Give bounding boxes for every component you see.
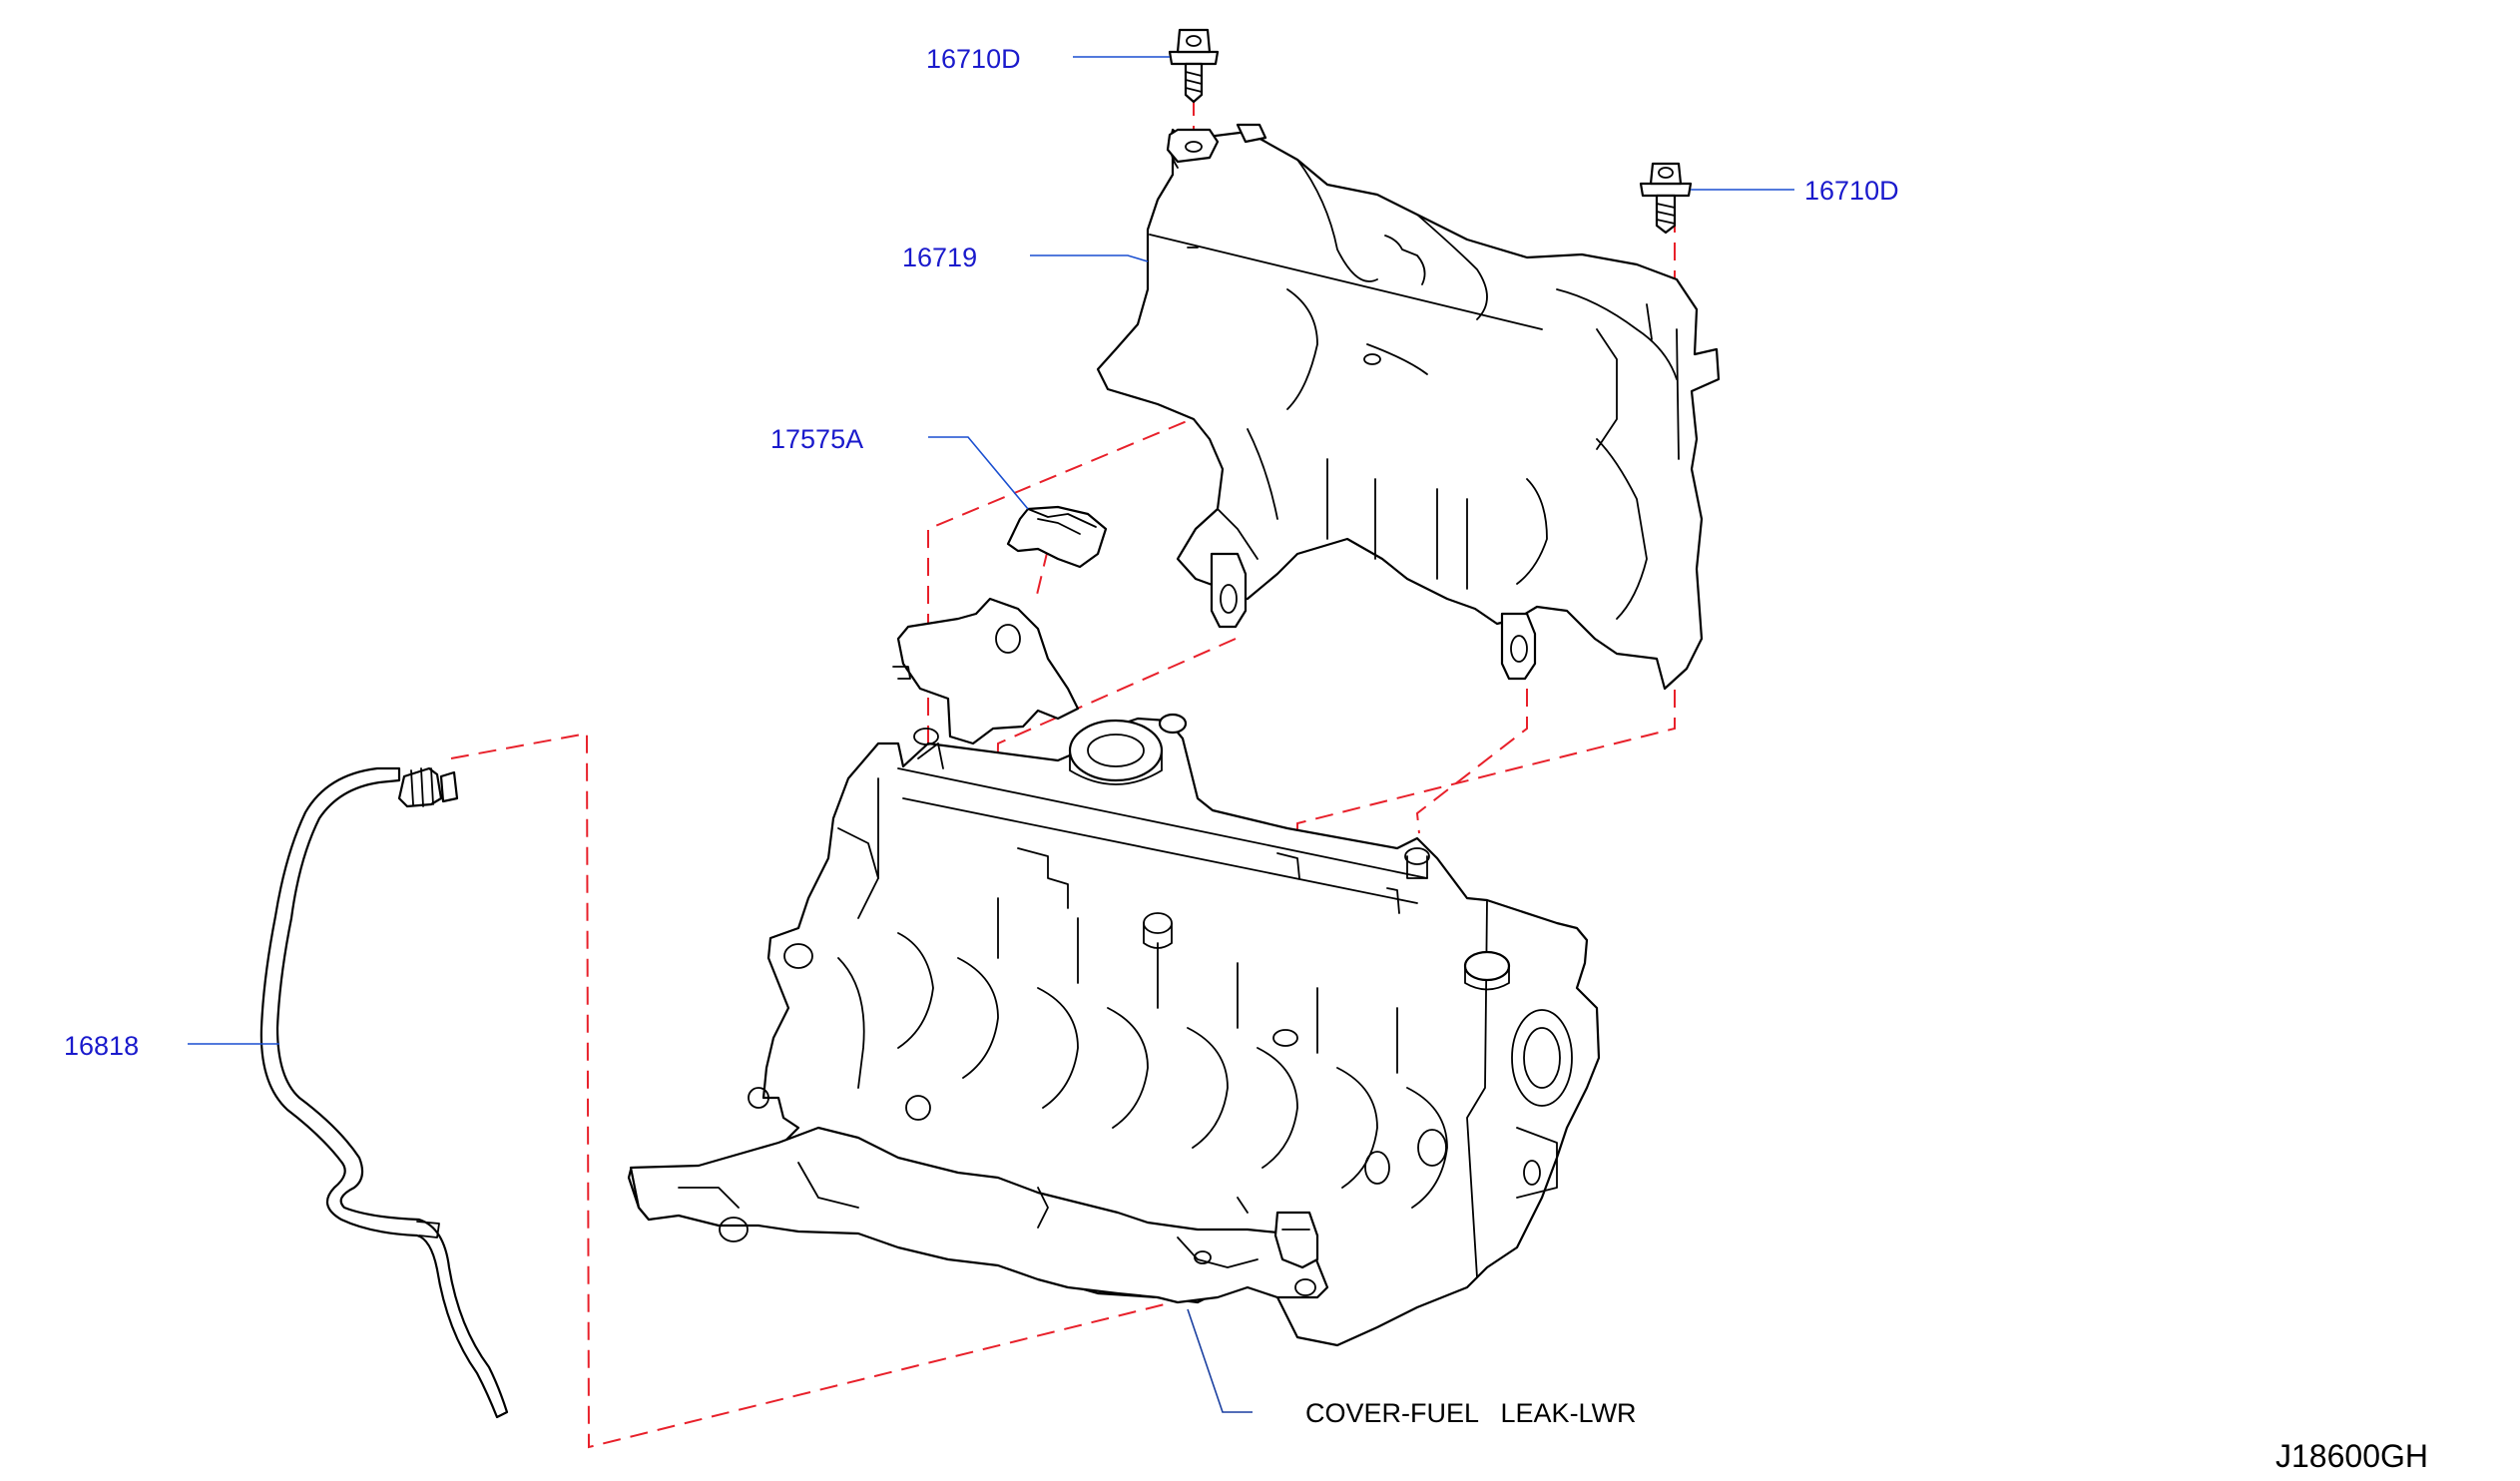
leader-clip <box>928 436 1029 510</box>
lower-cover-icon <box>629 1126 1329 1304</box>
dash-clip <box>1035 548 1049 600</box>
callout-engine-cover: 16719 <box>902 243 977 272</box>
drawing-code: J18600GH <box>2275 1438 2428 1474</box>
dash-hose-frame <box>450 732 1174 1449</box>
callout-leaders <box>188 56 1794 1413</box>
engine-cover-icon <box>1096 123 1721 691</box>
clip-icon <box>1006 505 1108 569</box>
fuel-hose-icon <box>259 766 509 1419</box>
callout-bolt-right: 16710D <box>1804 176 1899 206</box>
callout-lower-cover: COVER-FUEL LEAK-LWR <box>1305 1398 1637 1428</box>
callout-bolt-top: 16710D <box>926 44 1021 74</box>
leader-engine-cover <box>1030 254 1149 262</box>
bolt-right-icon <box>1639 162 1693 235</box>
leader-lower-cover <box>1187 1308 1253 1413</box>
dash-cover-foot-right <box>1415 689 1528 834</box>
callout-hose: 16818 <box>64 1031 139 1061</box>
bolt-top-icon <box>1168 28 1220 104</box>
callout-labels: 16710D 16710D 16719 17575A 16818 COVER-F… <box>64 44 2428 1474</box>
callout-clip: 17575A <box>770 424 863 454</box>
